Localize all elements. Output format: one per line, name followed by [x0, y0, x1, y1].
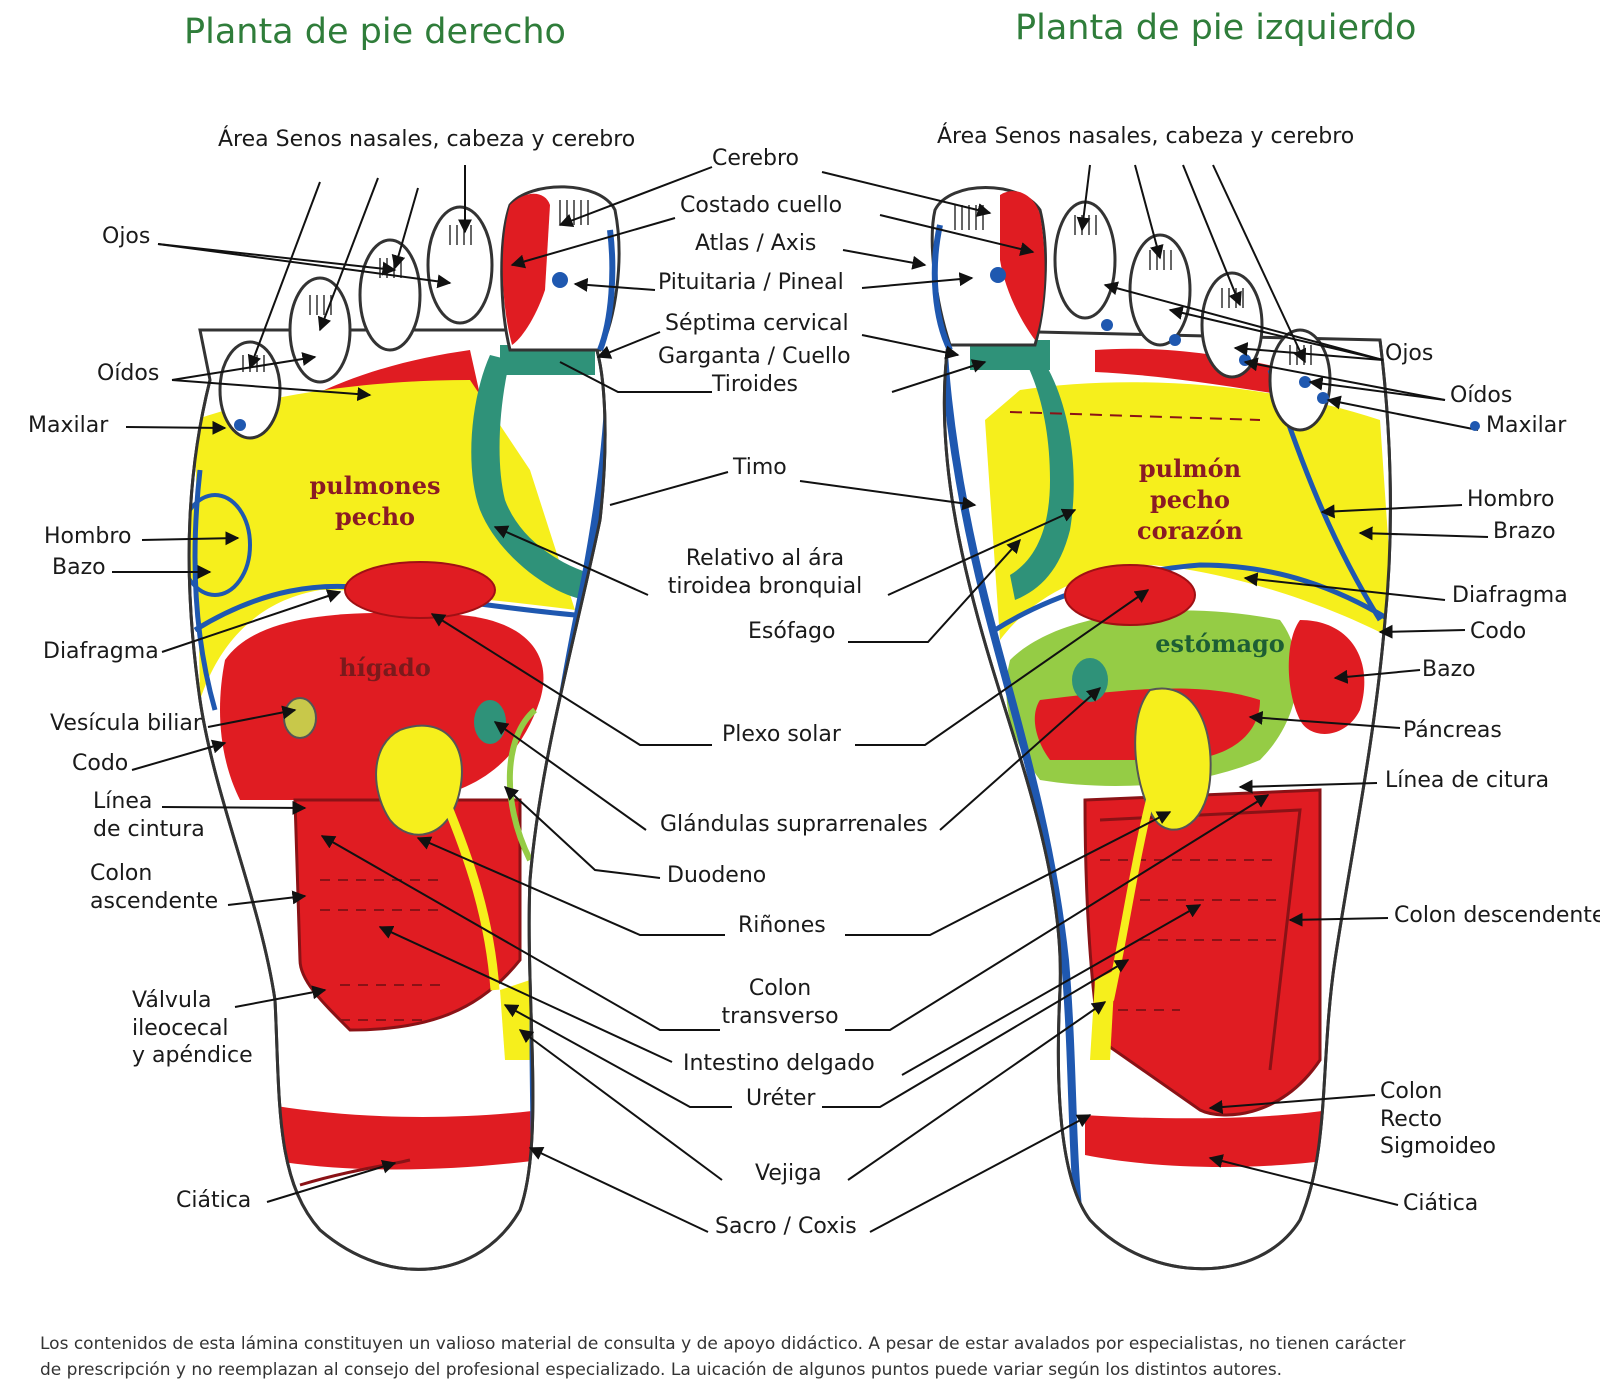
label-rinones: Riñones: [738, 913, 826, 938]
label-linea-cintura: Línea de cintura: [93, 788, 205, 843]
label-costado-cuello: Costado cuello: [680, 193, 843, 218]
zone-pulmones-l1: pulmones: [309, 471, 441, 500]
title-left-foot: Planta de pie izquierdo: [1015, 8, 1417, 48]
label-area-senos-right: Área Senos nasales, cabeza y cerebro: [218, 127, 636, 152]
label-colon-transverso: Colon transverso: [710, 975, 850, 1030]
label-colon-transverso-l1: Colon: [748, 976, 812, 1001]
label-ciatica-left: Ciática: [1403, 1191, 1479, 1216]
leader-lines: [112, 164, 1489, 1233]
left-foot-toes: [930, 186, 1332, 432]
label-brazo-left: Brazo: [1493, 519, 1556, 544]
label-colon-ascendente: Colon ascendente: [90, 860, 218, 915]
label-pancreas: Páncreas: [1403, 718, 1502, 743]
label-duodeno: Duodeno: [667, 863, 767, 888]
zone-pulmones-l2: pecho: [334, 502, 416, 532]
zone-pulmon-l2: pecho: [1149, 485, 1231, 515]
label-vejiga: Vejiga: [755, 1161, 822, 1186]
label-diafragma-right: Diafragma: [43, 639, 159, 664]
label-hombro-left: Hombro: [1467, 487, 1555, 512]
label-hombro-right: Hombro: [44, 524, 132, 549]
label-linea-citura: Línea de citura: [1385, 768, 1550, 793]
label-codo-right: Codo: [72, 751, 129, 776]
label-atlas-axis: Atlas / Axis: [695, 231, 817, 256]
label-colon-transverso-l2: transverso: [721, 1003, 839, 1029]
label-colon-asc-l2: ascendente: [90, 888, 219, 914]
label-colon-recto-l1: Colon: [1380, 1079, 1443, 1104]
label-ojos-left: Ojos: [1385, 341, 1434, 366]
label-bazo-left: Bazo: [1422, 657, 1476, 682]
right-foot: [187, 185, 621, 1271]
label-valvula-l2: ileocecal: [132, 1015, 229, 1041]
disclaimer: Los contenidos de esta lámina constituye…: [40, 1332, 1570, 1383]
label-garganta-cuello: Garganta / Cuello: [658, 344, 851, 369]
disclaimer-line1: Los contenidos de esta lámina constituye…: [40, 1334, 1406, 1354]
label-ojos-right: Ojos: [102, 224, 151, 249]
disclaimer-line2: de prescripción y no reemplazan al conse…: [40, 1359, 1283, 1380]
title-right-foot: Planta de pie derecho: [184, 12, 566, 52]
label-diafragma-left: Diafragma: [1452, 583, 1568, 608]
zone-pulmon-l3: corazón: [1137, 516, 1243, 546]
label-oidos-right: Oídos: [97, 361, 160, 386]
label-colon-recto-l3: Sigmoideo: [1380, 1134, 1497, 1159]
label-oidos-left: Oídos: [1450, 383, 1513, 408]
zone-pulmon-l1: pulmón: [1138, 454, 1242, 483]
zone-pulmon: pulmón pecho corazón: [1115, 453, 1265, 547]
label-linea-cintura-l1: Línea: [93, 789, 153, 814]
label-glandulas: Glándulas suprarrenales: [660, 812, 928, 837]
label-plexo-solar: Plexo solar: [722, 722, 841, 747]
label-area-senos-left: Área Senos nasales, cabeza y cerebro: [937, 124, 1355, 149]
label-septima-cervical: Séptima cervical: [665, 311, 849, 336]
label-esofago: Esófago: [748, 619, 836, 644]
label-maxilar-left-text: Maxilar: [1486, 413, 1567, 438]
label-colon-descendente: Colon descendente: [1394, 903, 1600, 928]
zone-estomago: estómago: [1155, 629, 1285, 658]
label-sacro: Sacro / Coxis: [715, 1214, 857, 1239]
maxilar-dot-icon: [1470, 421, 1480, 431]
zone-higado: hígado: [339, 653, 431, 682]
label-ciatica-right: Ciática: [176, 1188, 252, 1213]
label-colon-asc-l1: Colon: [90, 861, 153, 886]
label-relativo: Relativo al ára tiroidea bronquial: [650, 545, 880, 600]
label-bazo-right: Bazo: [52, 555, 106, 580]
left-foot: [930, 186, 1392, 1271]
zone-pulmones: pulmones pecho: [300, 470, 450, 532]
label-maxilar-left: Maxilar: [1470, 412, 1566, 440]
label-timo: Timo: [733, 455, 787, 480]
label-cerebro: Cerebro: [712, 146, 799, 171]
label-vesicula: Vesícula biliar: [50, 711, 202, 736]
label-valvula-l1: Válvula: [132, 988, 212, 1013]
label-codo-left: Codo: [1470, 619, 1527, 644]
label-relativo-l1: Relativo al ára: [685, 546, 845, 571]
label-pituitaria: Pituitaria / Pineal: [658, 270, 844, 295]
label-relativo-l2: tiroidea bronquial: [667, 573, 863, 599]
label-colon-recto: Colon Recto Sigmoideo: [1380, 1078, 1496, 1161]
label-valvula-l3: y apéndice: [132, 1043, 253, 1068]
label-tiroides: Tiroides: [712, 372, 798, 397]
label-maxilar-right: Maxilar: [28, 413, 109, 438]
label-linea-cintura-l2: de cintura: [93, 816, 205, 842]
label-intestino: Intestino delgado: [683, 1051, 875, 1076]
label-valvula: Válvula ileocecal y apéndice: [132, 987, 253, 1070]
label-colon-recto-l2: Recto: [1380, 1106, 1443, 1132]
label-ureter: Uréter: [746, 1086, 816, 1111]
